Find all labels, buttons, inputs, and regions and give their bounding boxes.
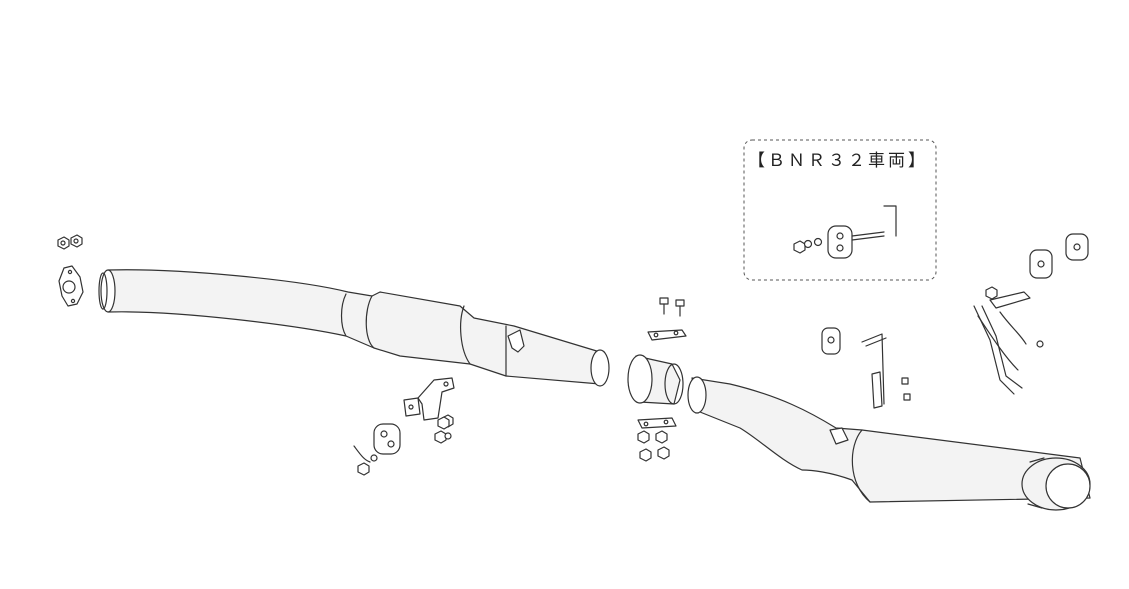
rubber-mount-right	[821, 327, 841, 355]
coupler-sleeve	[627, 354, 684, 405]
inlet-gasket	[58, 265, 84, 307]
rear-section	[687, 376, 1091, 503]
variant-callout-label: 【ＢＮＲ３２車両】	[748, 151, 928, 171]
tail-band-clamp	[973, 286, 1044, 395]
rubber-mount-top-a	[1029, 249, 1053, 279]
mount-spring-clip	[353, 445, 378, 476]
rubber-mount-top-b	[1065, 233, 1089, 261]
front-pipe	[98, 269, 610, 387]
variant-callout	[743, 139, 937, 281]
rubber-mount	[373, 423, 401, 455]
hanger-bracket	[403, 377, 455, 421]
clamp-lower	[637, 417, 677, 462]
hanger-rod	[861, 333, 911, 409]
clamp-upper	[647, 297, 687, 341]
flange-nuts	[57, 234, 83, 250]
bolt-set-1	[434, 414, 454, 444]
tail-tip	[1021, 457, 1091, 511]
